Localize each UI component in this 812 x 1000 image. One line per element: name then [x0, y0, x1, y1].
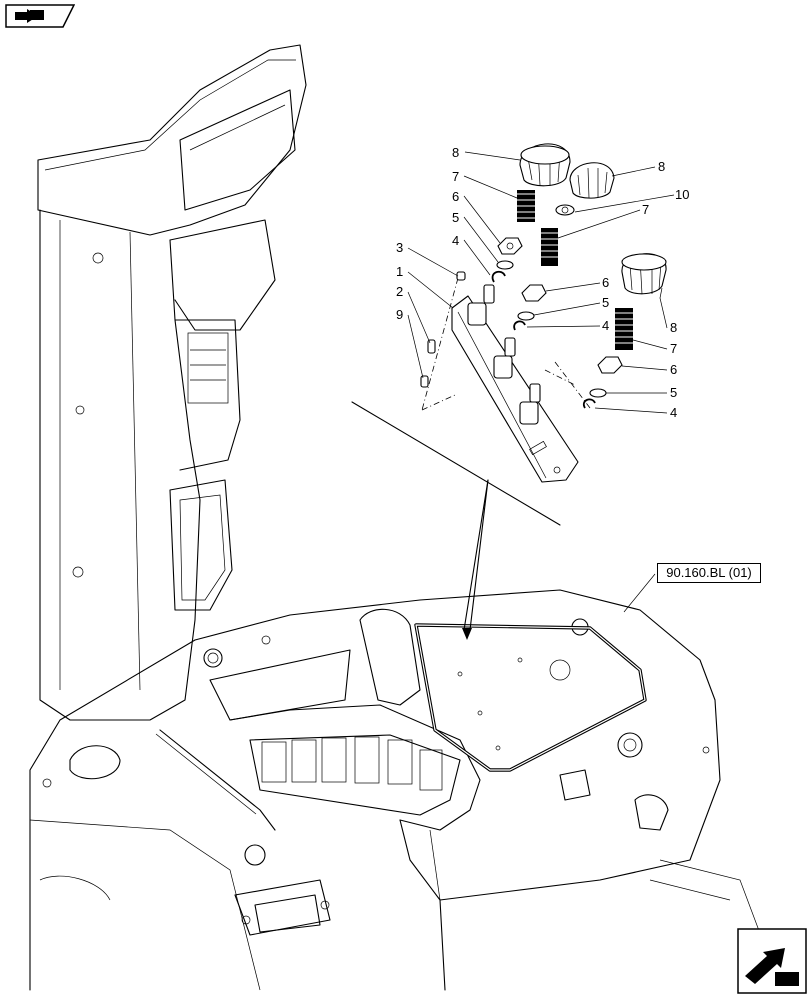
reference-box[interactable]: 90.160.BL (01) — [657, 563, 761, 583]
previous-page-arrow-icon[interactable] — [5, 4, 75, 28]
callout-8: 8 — [658, 159, 665, 174]
part-9-stud — [420, 375, 429, 388]
fasteners — [420, 271, 466, 388]
callout-7: 7 — [670, 341, 677, 356]
callout-6: 6 — [602, 275, 609, 290]
callout-5: 5 — [602, 295, 609, 310]
callout-4: 4 — [602, 318, 609, 333]
callout-8: 8 — [452, 145, 459, 160]
callout-2: 2 — [396, 284, 403, 299]
knob-stack-left — [491, 143, 571, 283]
callout-7: 7 — [452, 169, 459, 184]
callout-4: 4 — [670, 405, 677, 420]
callout-10: 10 — [675, 187, 689, 202]
callout-labels: 8 7 6 5 4 3 1 2 9 8 10 7 6 5 4 8 7 6 5 4 — [396, 145, 689, 420]
callout-3: 3 — [396, 240, 403, 255]
callout-9: 9 — [396, 307, 403, 322]
dashboard-console — [29, 589, 771, 991]
callout-5: 5 — [670, 385, 677, 400]
part-3-nut — [456, 271, 466, 281]
callout-5: 5 — [452, 210, 459, 225]
part-2-screw — [427, 339, 436, 354]
detail-leader — [351, 401, 561, 640]
knob-stack-middle — [513, 162, 615, 331]
callout-1: 1 — [396, 264, 403, 279]
callout-leaders — [407, 151, 675, 613]
callout-6: 6 — [452, 189, 459, 204]
callout-4: 4 — [452, 233, 459, 248]
switch-panel-assembly — [421, 277, 591, 483]
next-page-arrow-icon[interactable] — [737, 928, 807, 994]
callout-7: 7 — [642, 202, 649, 217]
cab-pillar — [37, 44, 307, 721]
rotary-switch — [467, 284, 541, 425]
knob-stack-right — [582, 253, 667, 409]
callout-8: 8 — [670, 320, 677, 335]
callout-6: 6 — [670, 362, 677, 377]
